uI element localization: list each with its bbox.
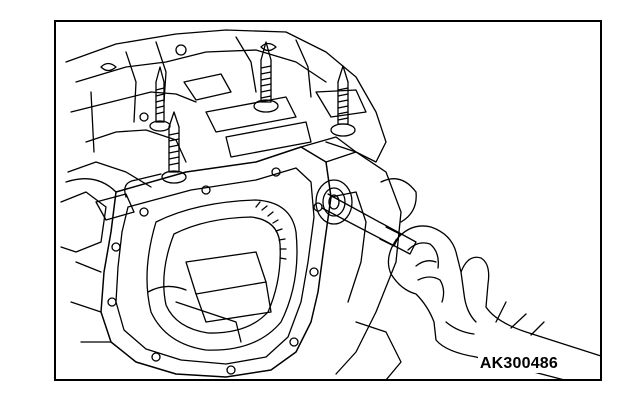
hand-illustration (388, 226, 602, 381)
guide-stud-1 (150, 67, 170, 131)
upper-housing (61, 30, 386, 252)
transmission-case-illustration (56, 22, 602, 381)
guide-stud-4 (162, 112, 186, 183)
figure-code: AK300486 (477, 355, 560, 373)
guide-stud-2 (254, 42, 278, 112)
internal-drum (147, 200, 297, 350)
case-flange (96, 147, 331, 377)
illustration-frame: AK300486 (54, 20, 602, 381)
bearing-seal (316, 180, 352, 224)
guide-stud-3 (331, 66, 355, 136)
lower-housing (71, 137, 416, 380)
installer-tool (322, 194, 416, 254)
